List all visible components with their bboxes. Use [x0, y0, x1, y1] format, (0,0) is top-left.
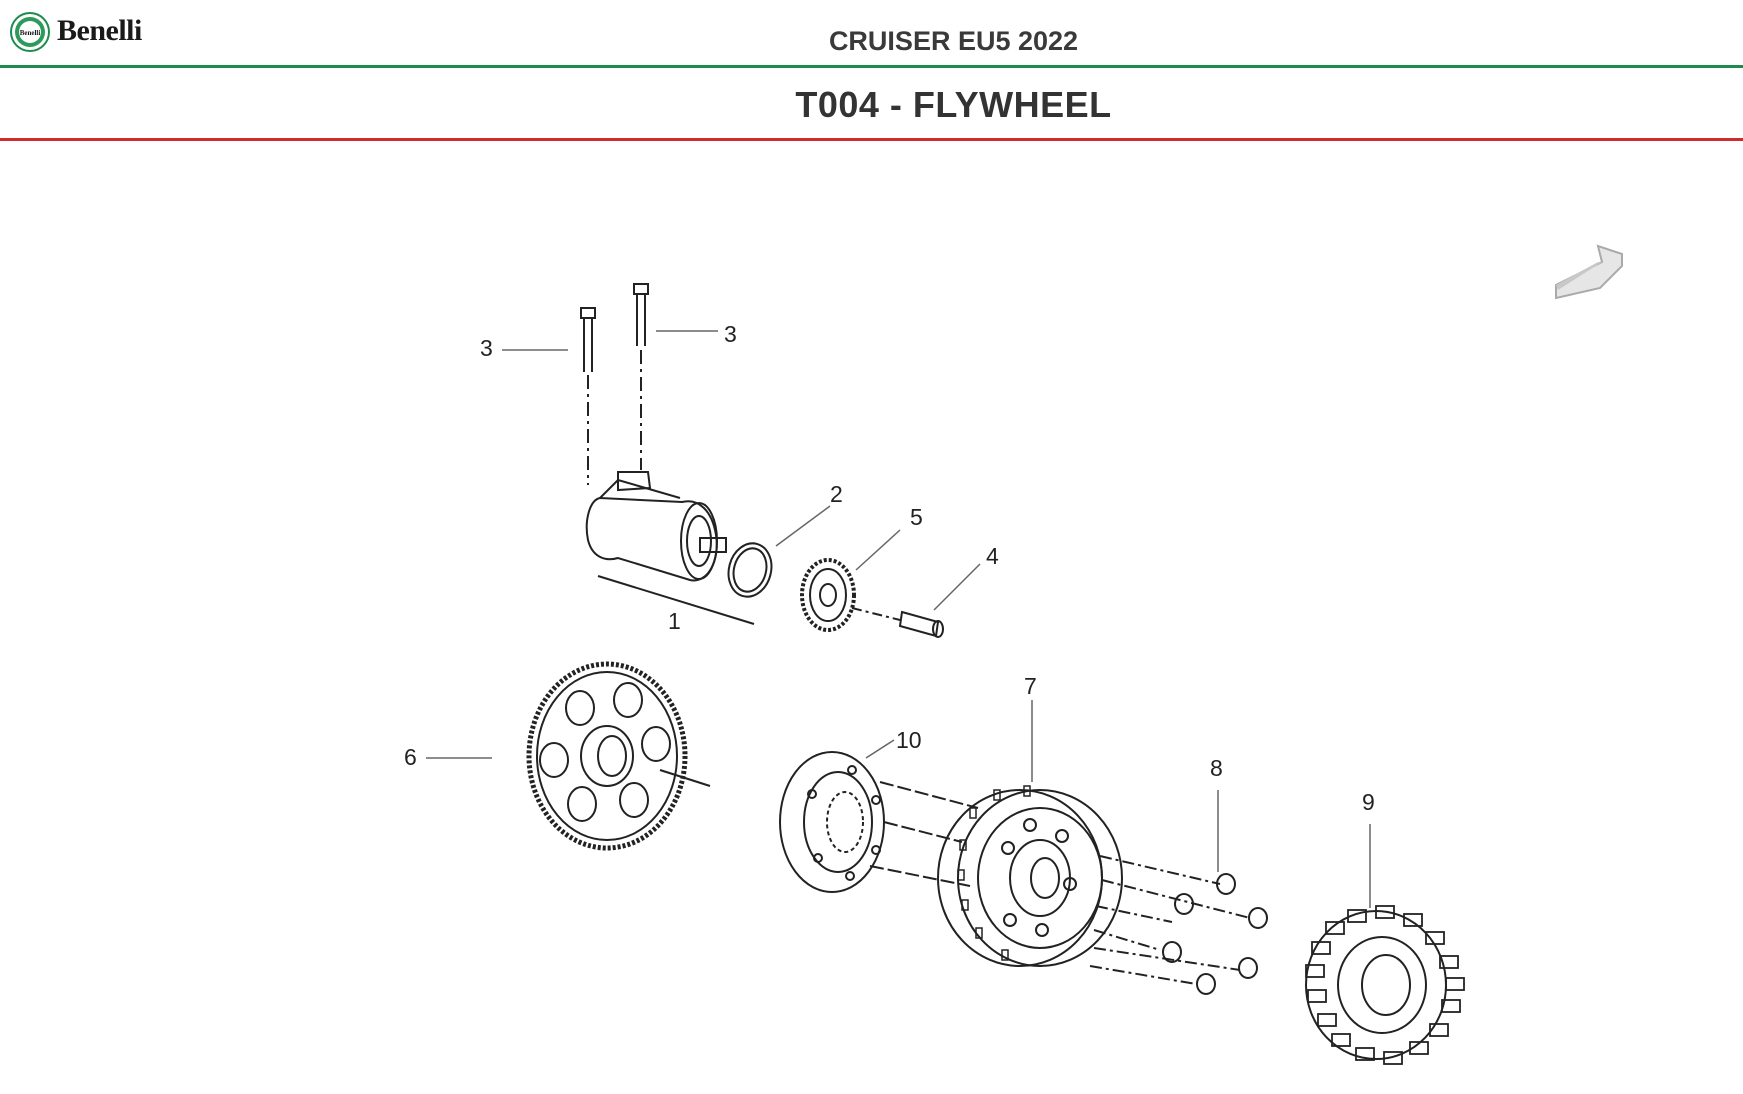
starter-bolt-left	[580, 307, 596, 485]
callout-4: 4	[986, 543, 999, 569]
callout-7: 7	[1024, 673, 1037, 699]
callout-3-right: 3	[724, 321, 737, 347]
benelli-logo-icon: Benelli	[10, 12, 50, 52]
callout-5: 5	[910, 504, 923, 530]
callout-10: 10	[896, 727, 922, 753]
leader-lines	[426, 330, 1371, 908]
gear-shaft	[898, 610, 944, 638]
brand-name: Benelli	[57, 14, 142, 47]
callout-6: 6	[404, 744, 417, 770]
starter-bolt-right	[633, 283, 649, 470]
page-title: T004 - FLYWHEEL	[795, 84, 1112, 125]
stator	[1305, 905, 1465, 1065]
red-divider	[0, 138, 1743, 141]
callout-3-left: 3	[480, 335, 493, 361]
o-ring	[727, 542, 773, 598]
model-title: CRUISER EU5 2022	[828, 26, 1079, 56]
starter-driven-gear	[526, 661, 711, 851]
front-direction-arrow-icon	[1555, 244, 1623, 300]
starter-motor	[585, 471, 755, 625]
callout-9: 9	[1362, 789, 1375, 815]
flywheel-screws	[1089, 855, 1268, 995]
callout-8: 8	[1210, 755, 1223, 781]
idle-gear	[800, 558, 901, 632]
svg-text:Benelli: Benelli	[20, 29, 41, 37]
green-divider	[0, 65, 1743, 68]
page-header: Benelli Benelli CRUISER EU5 2022	[0, 0, 1743, 68]
flywheel	[937, 785, 1123, 967]
one-way-clutch	[779, 751, 979, 893]
callout-2: 2	[830, 481, 843, 507]
callout-1: 1	[668, 608, 681, 634]
